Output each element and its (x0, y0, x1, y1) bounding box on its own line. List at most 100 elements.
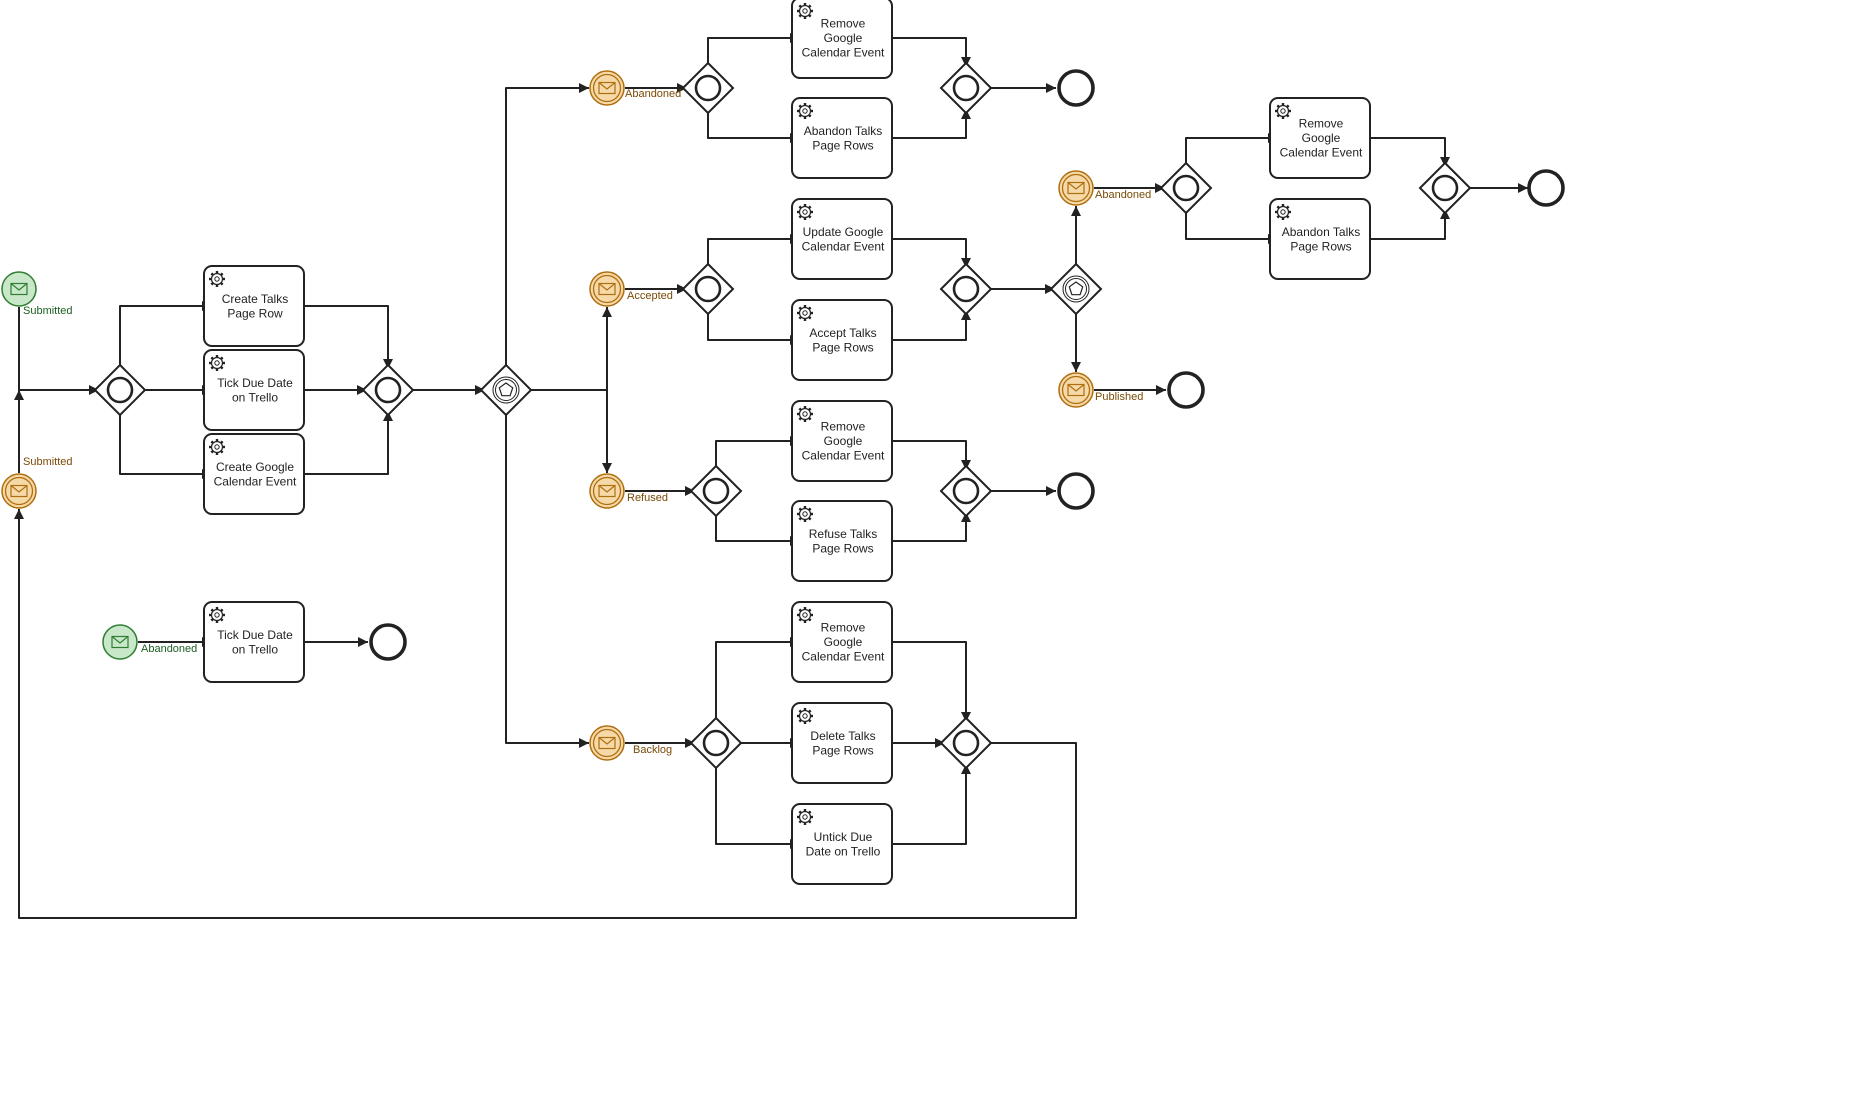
gw-split-abandoned[interactable] (681, 61, 735, 115)
message-catch-event[interactable]: Abandoned (1058, 170, 1151, 206)
gw-join-accepted[interactable] (939, 262, 993, 316)
gw-split-accepted[interactable] (681, 262, 735, 316)
gw-join-refused[interactable] (939, 464, 993, 518)
sequence-flow[interactable] (1362, 137, 1450, 167)
message-start-event[interactable]: Abandoned (102, 624, 197, 660)
task-label-line: Remove (821, 621, 866, 635)
sequence-flow[interactable] (707, 33, 800, 67)
message-start-event[interactable]: Submitted (1, 271, 73, 317)
task-label-line: Remove (821, 420, 866, 434)
message-catch-event[interactable]: Published (1058, 372, 1143, 408)
task-label-line: Google (824, 434, 863, 448)
end-event-tick-due-abandoned[interactable] (369, 623, 407, 661)
sequence-flow[interactable] (884, 310, 971, 341)
sequence-flow[interactable] (14, 509, 1077, 919)
envelope-icon (10, 282, 28, 296)
sequence-flow[interactable] (505, 411, 589, 748)
message-catch-event[interactable]: Submitted (1, 456, 73, 509)
gw-join-backlog[interactable] (939, 716, 993, 770)
sequence-flow[interactable] (707, 234, 800, 268)
task-label-line: Abandon Talks (804, 124, 883, 138)
gw-event-based-accepted[interactable] (1049, 262, 1103, 316)
gw-split-submitted[interactable] (93, 363, 147, 417)
end-event-abandoned[interactable] (1057, 69, 1095, 107)
task-label-line: Untick Due (814, 830, 873, 844)
sequence-flow[interactable] (884, 641, 971, 722)
gw-split-acc-abandoned[interactable] (1159, 161, 1213, 215)
sequence-flow[interactable] (119, 301, 212, 369)
sequence-flow[interactable] (715, 436, 800, 470)
sequence-flow[interactable] (707, 109, 800, 143)
gw-join-acc-abandoned[interactable] (1418, 161, 1472, 215)
sequence-flow[interactable] (884, 238, 971, 268)
sequence-flow[interactable] (296, 305, 393, 369)
envelope-icon (1067, 181, 1085, 195)
gear-icon (209, 607, 225, 623)
sequence-flow[interactable] (505, 83, 589, 369)
envelope-icon (598, 282, 616, 296)
sequence-flow[interactable] (715, 512, 800, 546)
sequence-flow[interactable] (527, 307, 612, 391)
task-label-line: Google (824, 31, 863, 45)
gear-icon (1275, 204, 1291, 220)
sequence-flow[interactable] (707, 310, 800, 345)
message-catch-event[interactable]: Backlog (589, 725, 672, 761)
end-event-published[interactable] (1167, 371, 1205, 409)
task-label-line: Tick Due Date (217, 628, 293, 642)
envelope-icon (10, 484, 28, 498)
envelope-icon (111, 635, 129, 649)
sequence-flow[interactable] (1185, 133, 1278, 167)
sequence-flow[interactable] (884, 109, 971, 139)
sequence-flow[interactable] (884, 37, 971, 67)
event-label: Backlog (633, 744, 672, 756)
sequence-flow[interactable] (715, 764, 800, 849)
end-event-refused[interactable] (1057, 472, 1095, 510)
pentagon-icon (498, 382, 514, 397)
sequence-flow[interactable] (119, 411, 212, 479)
message-catch-event[interactable]: Refused (589, 473, 668, 509)
gear-icon (209, 355, 225, 371)
end-event-acc-abandoned[interactable] (1527, 169, 1565, 207)
message-catch-event[interactable]: Accepted (589, 271, 673, 307)
message-catch-event[interactable]: Abandoned (589, 70, 681, 106)
task-label-line: Remove (1299, 117, 1344, 131)
gear-icon (797, 506, 813, 522)
sequence-flow[interactable] (884, 764, 971, 845)
gw-join-abandoned[interactable] (939, 61, 993, 115)
gw-split-backlog[interactable] (689, 716, 743, 770)
sequence-flow[interactable] (884, 440, 971, 470)
sequence-flow[interactable] (1185, 209, 1278, 244)
gear-icon (797, 103, 813, 119)
sequence-flow[interactable] (18, 307, 99, 395)
sequence-flow[interactable] (884, 512, 971, 542)
gw-event-based-main[interactable] (479, 363, 533, 417)
gw-join-submitted[interactable] (361, 363, 415, 417)
gw-split-refused[interactable] (689, 464, 743, 518)
task-label-line: Page Rows (812, 340, 873, 354)
gear-icon (209, 271, 225, 287)
task-label-line: Calendar Event (802, 239, 885, 253)
sequence-flow[interactable] (296, 411, 393, 475)
envelope-icon (598, 81, 616, 95)
sequence-flow[interactable] (1362, 209, 1450, 240)
task-label-line: on Trello (232, 642, 278, 656)
event-label: Published (1095, 391, 1143, 403)
gear-icon (797, 305, 813, 321)
sequence-flow[interactable] (715, 637, 800, 722)
